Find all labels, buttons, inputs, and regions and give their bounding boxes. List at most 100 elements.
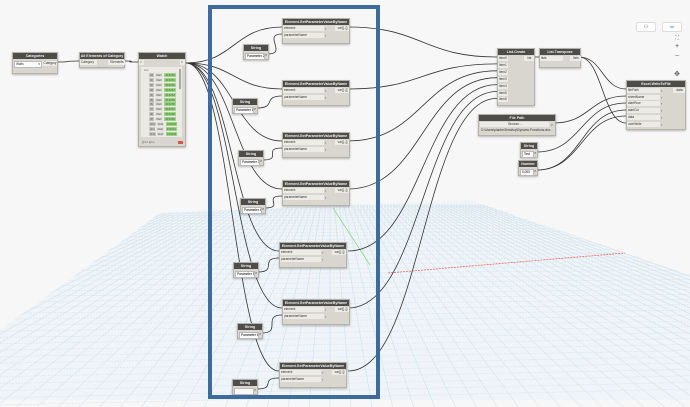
input-port-startrow[interactable]: startRow [627, 101, 660, 107]
output-port[interactable]: > [264, 53, 267, 57]
element-id[interactable]: #15260 [166, 122, 178, 126]
string-value-input[interactable]: Parameter 2 [245, 53, 265, 60]
element-id[interactable]: #15258 [164, 112, 176, 117]
fit-view-button[interactable]: ⛶ [672, 35, 682, 43]
input-port-startcol[interactable]: startCol [627, 108, 660, 114]
get-parameter-value-node[interactable]: Element.GetParameterValueByName element … [279, 362, 347, 388]
list-transpose-node[interactable]: List.Transpose lists lists [539, 48, 581, 68]
input-port-sheetname[interactable]: sheetName [627, 94, 660, 100]
element-id[interactable]: #15252 [164, 82, 176, 87]
string-value-input[interactable] [234, 388, 254, 395]
output-port-data[interactable]: data [673, 88, 685, 93]
file-path-node[interactable]: File Path Browse... C:\Users\planter\Des… [478, 114, 556, 136]
input-port-element[interactable]: element [283, 140, 324, 145]
output-port-category[interactable]: Category [42, 61, 57, 66]
input-port-element[interactable]: element [283, 26, 324, 31]
string-value-input[interactable]: Parameter 4 [242, 207, 262, 214]
pan-button[interactable]: ✥ [672, 70, 682, 80]
string-value-input[interactable]: Parameter 1 [234, 107, 254, 114]
output-port-var[interactable]: var[]..[] [335, 140, 349, 145]
get-parameter-value-node[interactable]: Element.GetParameterValueByName element … [282, 18, 350, 44]
watch-input-port[interactable]: > [139, 60, 144, 65]
string-node[interactable]: String Parameter 6 > [237, 323, 263, 339]
output-port[interactable]: > [258, 332, 261, 336]
string-node[interactable]: String Parameter 4 > [240, 198, 266, 214]
category-dropdown[interactable]: Walls ▾ [14, 61, 42, 68]
categories-node[interactable]: Categories Walls ▾ Category [12, 52, 58, 74]
output-port[interactable]: > [533, 169, 536, 173]
element-id[interactable]: #15257 [164, 107, 176, 112]
output-port-var[interactable]: var[]..[] [335, 188, 349, 193]
input-port-element[interactable]: element [283, 88, 324, 93]
output-port-var[interactable]: var[]..[] [335, 26, 349, 31]
background-preview-toggle[interactable]: ⚌ [662, 22, 682, 32]
input-port-parameter-name[interactable]: parameterName [280, 257, 321, 262]
get-parameter-value-node[interactable]: Element.GetParameterValueByName element … [282, 180, 350, 206]
element-id[interactable]: #15254 [164, 92, 176, 97]
input-port-item[interactable]: item0 [498, 56, 508, 61]
get-parameter-value-node[interactable]: Element.GetParameterValueByName element … [282, 132, 350, 158]
browse-button[interactable]: Browse... [480, 122, 549, 127]
output-port[interactable]: > [533, 151, 536, 155]
input-port-element[interactable]: element [280, 250, 321, 255]
number-node[interactable]: Number 0.000 > [518, 160, 538, 176]
all-elements-of-category-node[interactable]: All Elements of Category Category Elemen… [79, 52, 125, 68]
string-node[interactable]: String Parameter 5 > [233, 262, 259, 278]
input-port-lists[interactable]: lists [540, 56, 563, 61]
output-port[interactable]: > [259, 159, 262, 163]
input-port-parameter-name[interactable]: parameterName [283, 33, 324, 38]
output-port-var[interactable]: var[]..[] [332, 250, 346, 255]
input-port-overwrite[interactable]: overWrite [627, 121, 660, 127]
output-port[interactable]: > [253, 107, 256, 111]
input-port-item[interactable]: item3 [498, 76, 508, 82]
output-port-lists[interactable]: lists [570, 56, 581, 61]
input-port-element[interactable]: element [283, 307, 324, 312]
excel-write-to-file-node[interactable]: Excel.WriteToFile filePath›sheetName›sta… [626, 80, 686, 130]
input-port-item[interactable]: item5 [498, 90, 508, 96]
element-id[interactable]: #15259 [164, 117, 176, 122]
output-port[interactable]: > [253, 388, 256, 392]
element-id[interactable]: #15255 [164, 97, 176, 102]
number-value-input[interactable]: 0.000 [520, 169, 534, 176]
get-parameter-value-node[interactable]: Element.GetParameterValueByName element … [279, 242, 347, 268]
input-port-element[interactable]: element [283, 188, 324, 193]
watch-node[interactable]: Watch > > List [0]Wall#15250[1]Wall#1525… [138, 52, 186, 147]
zoom-in-button[interactable]: + [674, 43, 680, 50]
output-port[interactable]: > [550, 122, 553, 127]
input-port-data[interactable]: data [627, 114, 660, 120]
input-port-item[interactable]: item1 [498, 62, 508, 68]
input-port-filepath[interactable]: filePath [627, 88, 660, 93]
output-port[interactable]: > [261, 207, 264, 211]
input-port-element[interactable]: element [280, 370, 321, 375]
input-port-parameter-name[interactable]: parameterName [280, 377, 321, 382]
string-node-sheet[interactable]: String Test > [520, 142, 538, 158]
string-value-input[interactable]: Test [522, 151, 534, 158]
element-id[interactable]: #15256 [164, 102, 176, 107]
string-node[interactable]: String Parameter 1 > [232, 98, 258, 114]
input-port-parameter-name[interactable]: parameterName [283, 195, 324, 200]
output-port-var[interactable]: var[]..[] [332, 370, 346, 375]
string-node[interactable]: String Parameter 3 > [238, 150, 264, 166]
get-parameter-value-node[interactable]: Element.GetParameterValueByName element … [282, 299, 350, 325]
output-port[interactable]: > [254, 271, 257, 275]
string-value-input[interactable]: Parameter 5 [235, 271, 255, 278]
input-port-item[interactable]: item2 [498, 69, 508, 75]
element-id[interactable]: #15250 [164, 73, 176, 77]
input-port-parameter-name[interactable]: parameterName [283, 147, 324, 152]
input-port-parameter-name[interactable]: parameterName [283, 95, 324, 100]
input-port-parameter-name[interactable]: parameterName [283, 314, 324, 319]
output-port-elements[interactable]: Elements [108, 60, 125, 65]
input-port-item[interactable]: item6 [498, 97, 508, 103]
watch-scrollbar[interactable] [179, 69, 181, 89]
get-parameter-value-node[interactable]: Element.GetParameterValueByName element … [282, 80, 350, 106]
element-id[interactable]: #15253 [164, 87, 176, 92]
element-id[interactable]: #15261 [165, 126, 178, 131]
input-port-category[interactable]: Category [80, 60, 97, 65]
string-node[interactable]: String > [232, 379, 258, 395]
watch-output-port[interactable]: > [180, 60, 185, 65]
string-value-input[interactable]: Parameter 3 [240, 159, 260, 166]
zoom-out-button[interactable]: − [674, 53, 680, 60]
output-port-var[interactable]: var[]..[] [335, 307, 349, 312]
